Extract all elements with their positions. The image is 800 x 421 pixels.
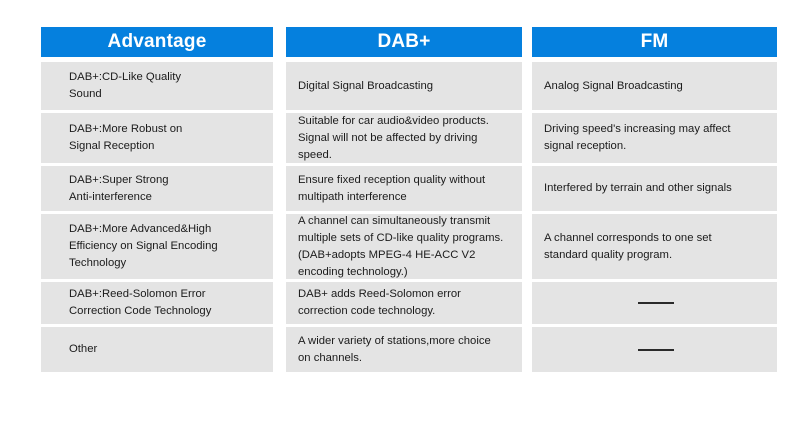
em-dash-icon [637, 302, 674, 304]
cell-text: DAB+:CD-Like Quality Sound [69, 71, 182, 100]
table-column-advantage: Advantage DAB+:CD-Like Quality Sound DAB… [41, 27, 273, 372]
cell-text: DAB+:Reed-Solomon Error Correction Code … [69, 288, 212, 317]
cell-text: DAB+:Super Strong Anti-interference [69, 173, 169, 203]
em-dash-icon [637, 348, 674, 351]
table-column-dab-plus: DAB+ Digital Signal Broadcasting Suitabl… [286, 27, 522, 372]
table-cell: A channel corresponds to one set standar… [532, 214, 777, 279]
cell-text: Suitable for car audio&video products. S… [298, 114, 489, 161]
table-cell: Digital Signal Broadcasting [286, 62, 522, 110]
cell-text: A channel corresponds to one set standar… [544, 231, 712, 261]
table-cell: Driving speed's increasing may affect si… [532, 113, 777, 163]
cell-text: Digital Signal Broadcasting [298, 79, 434, 92]
cell-text: A channel can simultaneously transmit mu… [298, 214, 504, 278]
column-cells-fm: Analog Signal Broadcasting Driving speed… [532, 57, 777, 372]
table-cell-empty [532, 327, 777, 372]
table-cell: DAB+:Reed-Solomon Error Correction Code … [41, 282, 273, 324]
table-column-fm: FM Analog Signal Broadcasting Driving sp… [532, 27, 777, 372]
table-cell: Analog Signal Broadcasting [532, 62, 777, 110]
cell-text: DAB+:More Advanced&High Efficiency on Si… [69, 223, 218, 269]
table-cell-empty [532, 282, 777, 324]
table-cell: Suitable for car audio&video products. S… [286, 113, 522, 163]
table-cell: DAB+:More Robust on Signal Reception [41, 113, 273, 163]
column-cells-dab-plus: Digital Signal Broadcasting Suitable for… [286, 57, 522, 372]
cell-text: Other [69, 343, 98, 355]
cell-text: Interfered by terrain and other signals [544, 182, 732, 194]
column-header-fm: FM [532, 27, 777, 57]
cell-text: A wider variety of stations,more choice … [298, 334, 491, 364]
cell-text: Driving speed's increasing may affect si… [544, 123, 731, 152]
column-header-advantage: Advantage [41, 27, 273, 57]
cell-text: Analog Signal Broadcasting [544, 79, 683, 92]
column-header-dab-plus: DAB+ [286, 27, 522, 57]
table-cell: A channel can simultaneously transmit mu… [286, 214, 522, 279]
cell-text: DAB+:More Robust on Signal Reception [69, 123, 183, 152]
table-cell: Other [41, 327, 273, 372]
table-cell: DAB+:CD-Like Quality Sound [41, 62, 273, 110]
table-cell: DAB+:More Advanced&High Efficiency on Si… [41, 214, 273, 279]
table-cell: Ensure fixed reception quality without m… [286, 166, 522, 211]
table-cell: Interfered by terrain and other signals [532, 166, 777, 211]
comparison-table: Advantage DAB+:CD-Like Quality Sound DAB… [41, 27, 777, 372]
cell-text: Ensure fixed reception quality without m… [298, 173, 486, 203]
table-cell: A wider variety of stations,more choice … [286, 327, 522, 372]
cell-text: DAB+ adds Reed-Solomon error correction … [298, 288, 461, 317]
column-cells-advantage: DAB+:CD-Like Quality Sound DAB+:More Rob… [41, 57, 273, 372]
table-cell: DAB+ adds Reed-Solomon error correction … [286, 282, 522, 324]
table-cell: DAB+:Super Strong Anti-interference [41, 166, 273, 211]
